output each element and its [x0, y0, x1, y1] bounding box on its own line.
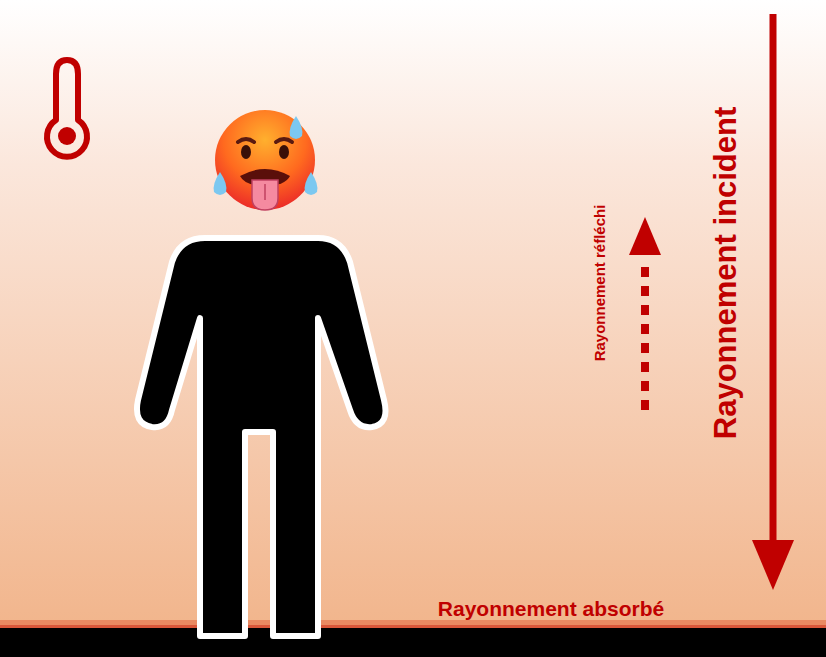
- ground-stripe: [0, 625, 826, 628]
- hot-face-emoji: [214, 110, 318, 210]
- incident-arrow: [752, 14, 794, 590]
- ground: [0, 628, 826, 657]
- incident-label: Rayonnement incident: [708, 107, 744, 439]
- reflected-label: Rayonnement réfléchi: [591, 205, 608, 362]
- person-figure: [137, 238, 386, 636]
- reflected-arrow: [629, 217, 661, 410]
- ground-stripe: [0, 620, 826, 628]
- absorbed-label: Rayonnement absorbé: [438, 597, 664, 621]
- thermometer-icon: [47, 60, 87, 157]
